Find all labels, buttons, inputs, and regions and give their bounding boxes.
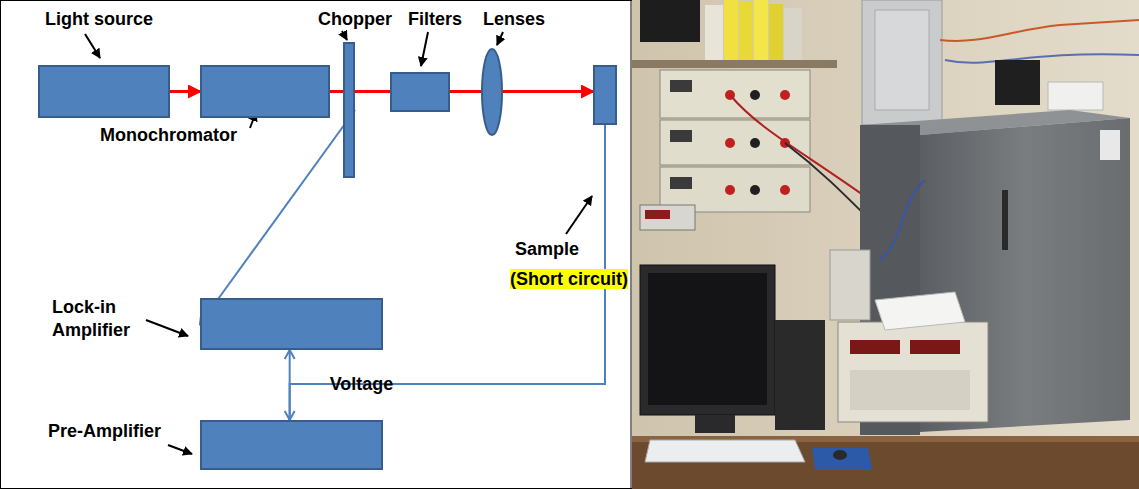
diagram-area: Light sourceMonochromatorChopperFiltersL… xyxy=(0,0,630,489)
part-label: Pre-Amplifier xyxy=(48,420,161,443)
light-beam xyxy=(355,90,390,93)
part-label: Lenses xyxy=(483,8,545,31)
light-beam xyxy=(330,90,343,93)
lens-outline xyxy=(481,48,503,136)
light-beam xyxy=(170,90,200,93)
lab-photo xyxy=(632,0,1139,489)
lens-shape: Lenses xyxy=(481,48,503,136)
light-beam xyxy=(450,90,481,93)
lock-in-box: Lock-in Amplifier xyxy=(200,298,383,350)
note-holder: (Short circuit) xyxy=(510,268,628,291)
filter-box: Filters xyxy=(390,72,450,112)
part-label: Chopper xyxy=(318,8,392,31)
part-label: Monochromator xyxy=(100,124,237,147)
pre-amplifier-box: Pre-Amplifier xyxy=(200,420,383,470)
signal-label: Voltage xyxy=(330,373,394,396)
light-beam xyxy=(503,90,593,93)
sample-box: Sample xyxy=(593,65,617,125)
part-label: Light source xyxy=(45,8,153,31)
part-label: Sample xyxy=(515,238,579,261)
part-label: Lock-in Amplifier xyxy=(52,296,172,342)
part-label: Filters xyxy=(408,8,462,31)
light-source-box: Light source xyxy=(38,65,170,118)
monochromator-box: Monochromator xyxy=(200,65,330,118)
signal-wire xyxy=(289,350,291,420)
note-label: (Short circuit) xyxy=(510,269,628,289)
chopper-blade: Chopper xyxy=(343,42,355,178)
